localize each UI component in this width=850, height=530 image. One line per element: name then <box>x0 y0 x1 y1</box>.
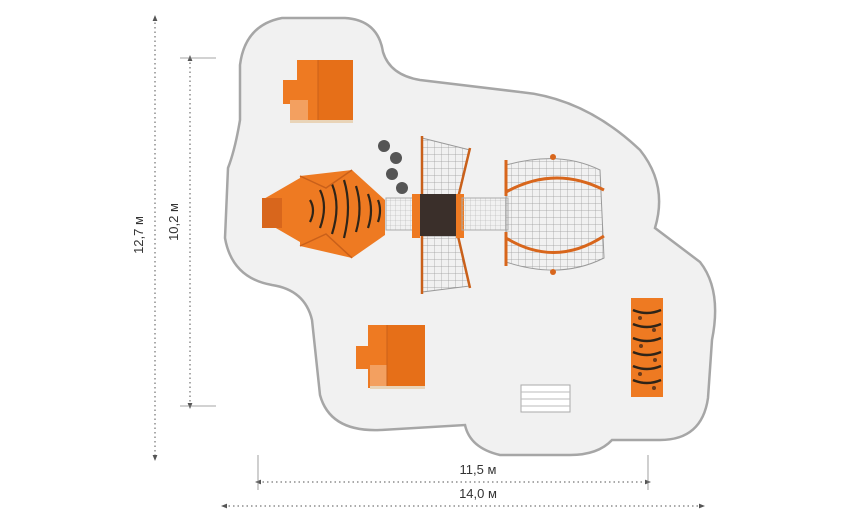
bench <box>520 384 571 413</box>
tiger-slide-structure <box>262 169 385 259</box>
overall-width-label: 14,0 м <box>459 486 497 501</box>
dimension-inner-width: 11,5 м <box>255 455 651 490</box>
dimension-inner-height: 10,2 м <box>166 55 216 409</box>
net-bridge-right <box>461 197 509 231</box>
orange-block-bottom <box>356 325 425 389</box>
orange-block-top <box>283 60 353 123</box>
dimension-overall-width: 14,0 м <box>221 486 705 509</box>
overall-height-label: 12,7 м <box>131 216 146 254</box>
central-tower <box>412 136 472 294</box>
safety-zone <box>223 16 717 457</box>
tiger-climbing-wall <box>631 298 663 397</box>
stepping-stones <box>378 140 408 194</box>
net-dome <box>504 154 605 275</box>
inner-height-label: 10,2 м <box>166 203 181 241</box>
inner-width-label: 11,5 м <box>460 462 497 477</box>
dimension-overall-height: 12,7 м <box>131 15 158 461</box>
